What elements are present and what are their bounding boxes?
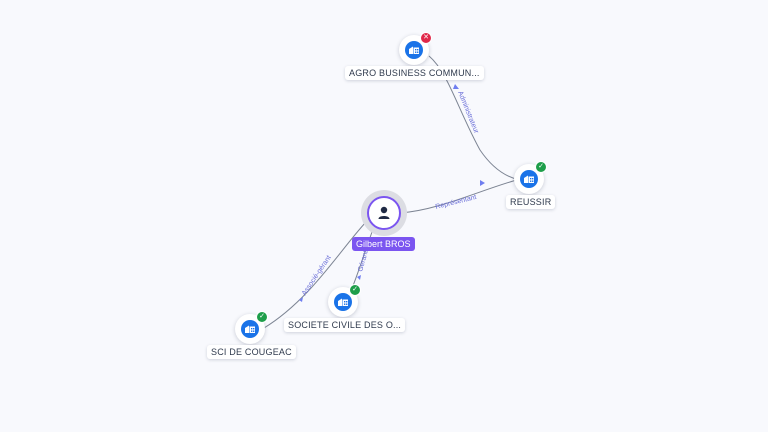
company-label-reussir[interactable]: REUSSIR (506, 195, 556, 209)
edge-person-reussir (399, 178, 521, 214)
active-status-icon: ✓ (256, 311, 268, 323)
building-icon (241, 320, 259, 338)
building-icon (334, 293, 352, 311)
user-icon (367, 196, 401, 230)
person-node-gilbert-bros[interactable] (361, 190, 407, 236)
building-icon (520, 170, 538, 188)
edge-label-associe-gerant: Associé-gérant (301, 254, 333, 297)
active-status-icon: ✓ (349, 284, 361, 296)
edge-label-gerant: Gérant (357, 250, 370, 273)
building-icon (405, 41, 423, 59)
closed-status-icon: ✕ (420, 32, 432, 44)
company-node-sci[interactable]: ✓ (235, 311, 268, 344)
arrow-associe-gerant (299, 297, 303, 302)
company-node-reussir[interactable]: ✓ (514, 161, 547, 194)
company-node-societe[interactable]: ✓ (328, 284, 361, 317)
company-label-societe[interactable]: SOCIETE CIVILE DES O... (284, 318, 406, 332)
person-label[interactable]: Gilbert BROS (352, 237, 415, 251)
edge-label-administrateur: Administrateur (456, 90, 480, 135)
company-node-agro[interactable]: ✕ (399, 32, 432, 65)
company-label-sci[interactable]: SCI DE COUGEAC (207, 345, 296, 359)
active-status-icon: ✓ (535, 161, 547, 173)
arrow-administrateur (453, 84, 459, 89)
edge-label-representant: Représentant (435, 194, 478, 211)
edge-person-sci (263, 221, 367, 329)
company-label-agro[interactable]: AGRO BUSINESS COMMUN... (345, 66, 484, 80)
arrow-gerant (357, 275, 361, 280)
arrow-representant (480, 180, 485, 186)
